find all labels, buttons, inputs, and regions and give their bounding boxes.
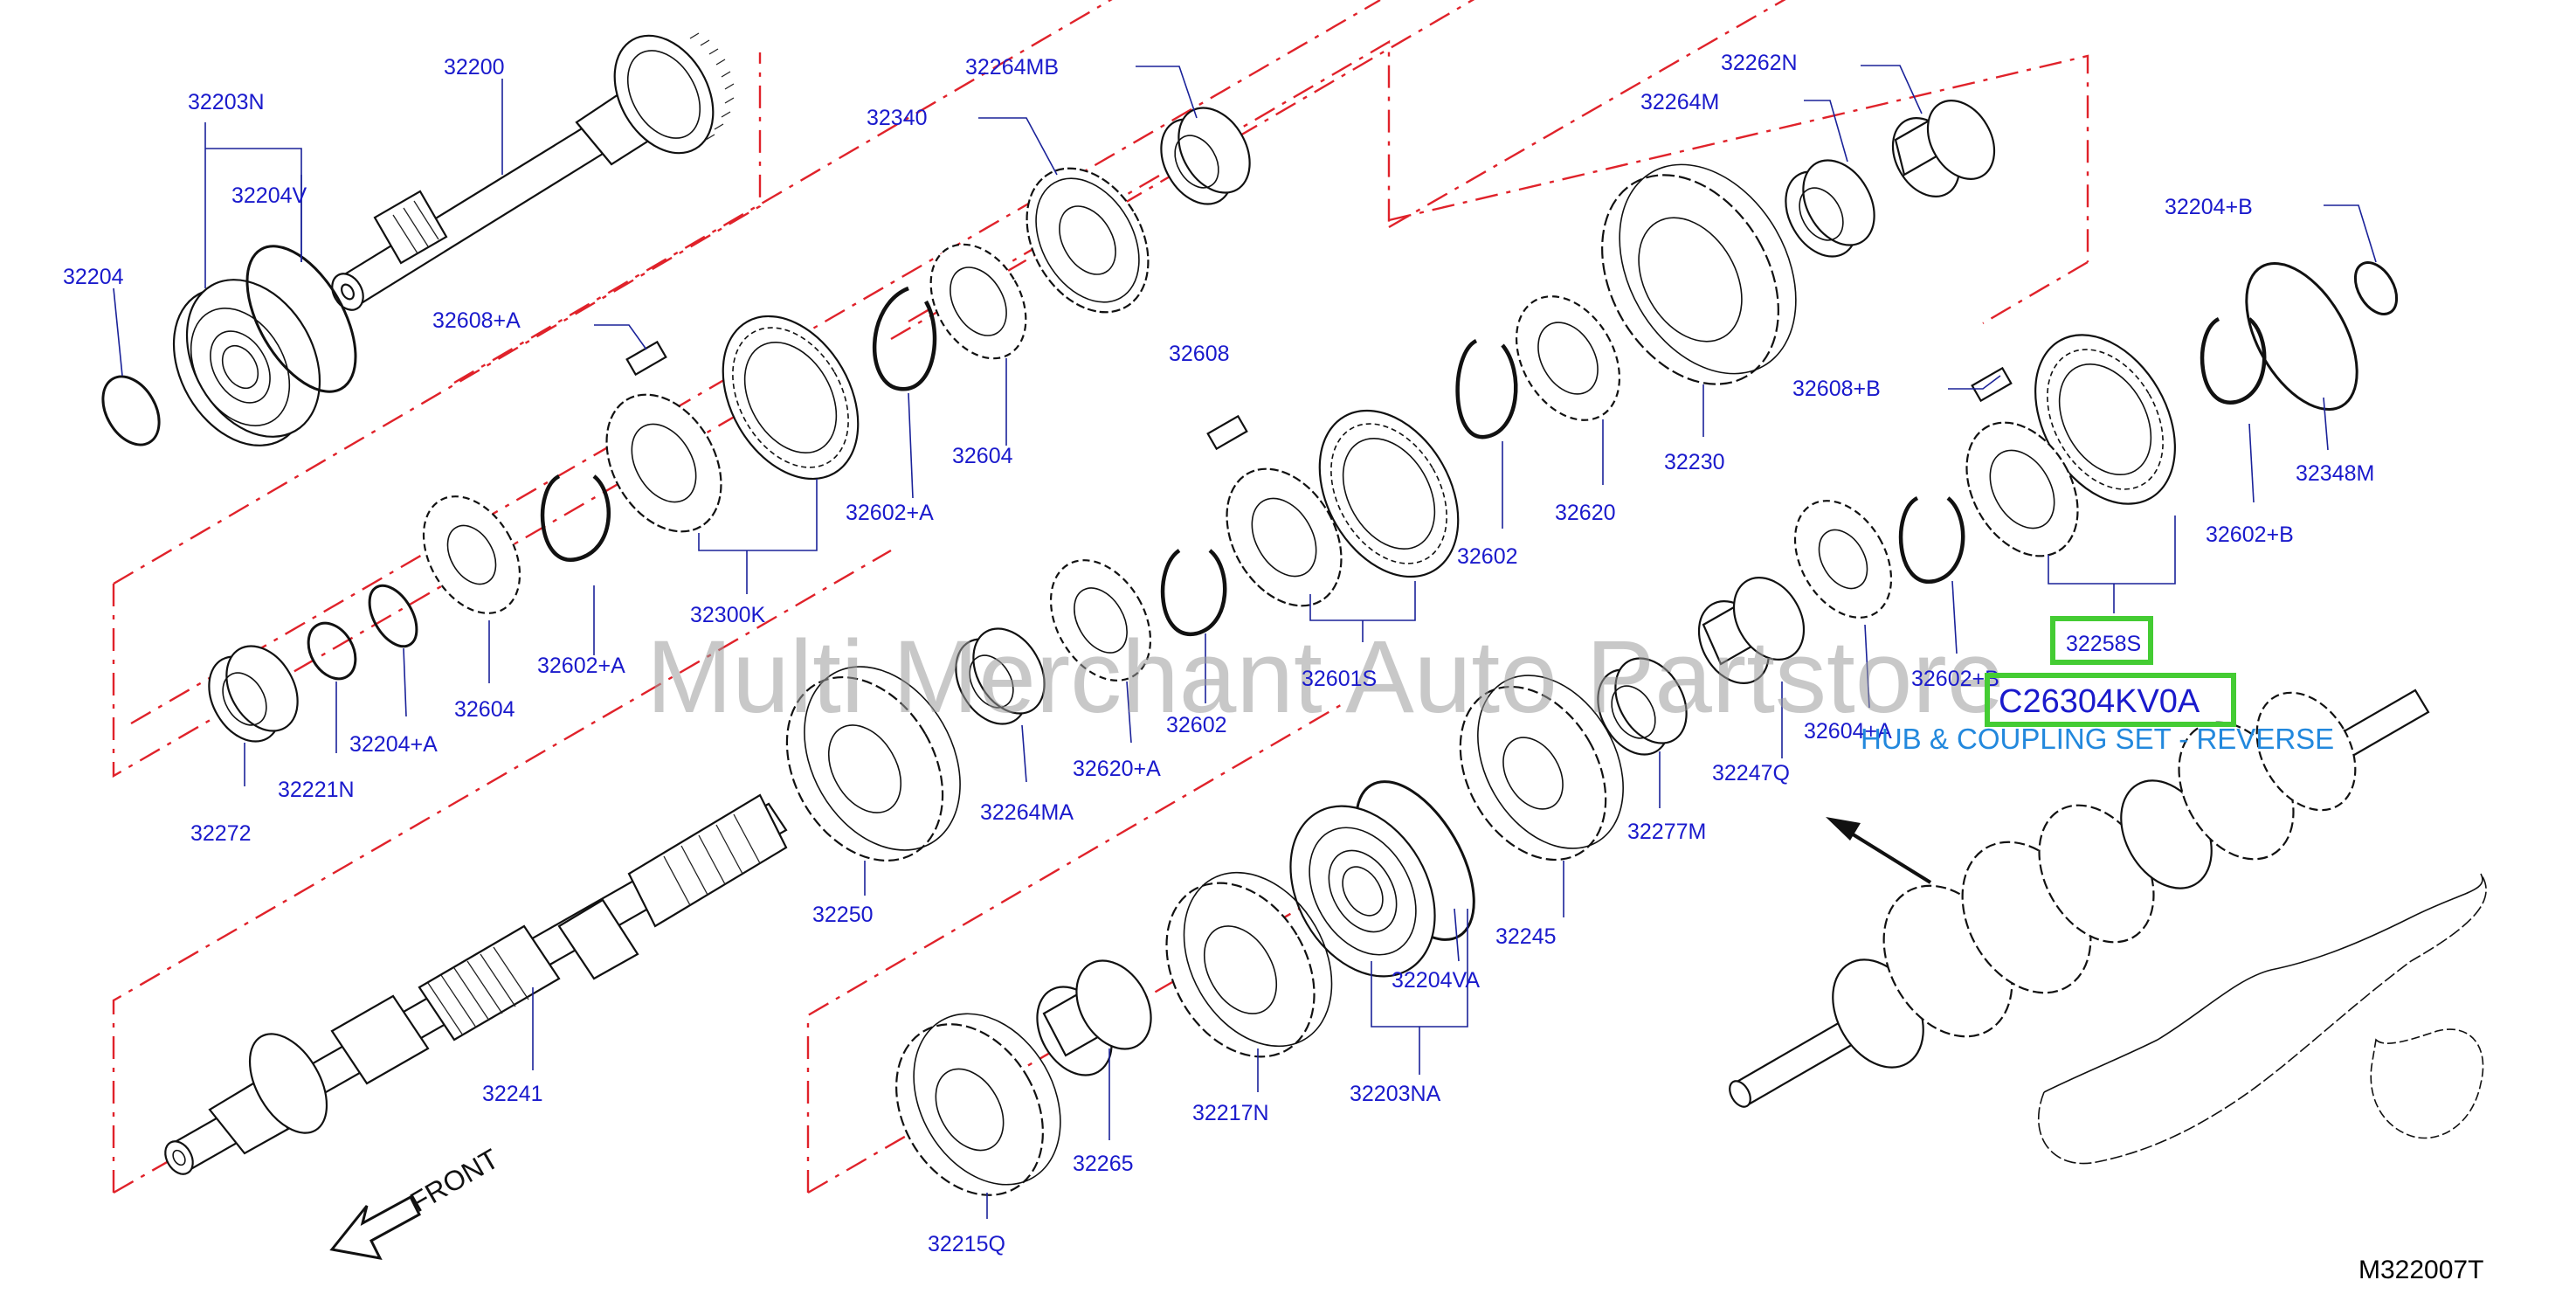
synchro-cone-32604A[interactable] — [1775, 484, 1910, 635]
part-label-32204B[interactable]: 32204+B — [2165, 195, 2253, 219]
assembled-shaft-preview — [1729, 689, 2487, 1165]
part-label-32604-lower[interactable]: 32604 — [454, 697, 515, 722]
watermark: Multi Merchant Auto Partstore — [646, 619, 2004, 735]
part-label-32300K[interactable]: 32300K — [690, 603, 766, 627]
part-label-32272[interactable]: 32272 — [190, 821, 252, 846]
hub-32300K[interactable] — [584, 374, 744, 551]
baulk-ring-32602-center[interactable] — [1160, 549, 1227, 636]
coupling-sleeve-32601S[interactable] — [1291, 386, 1486, 602]
part-label-32245[interactable]: 32245 — [1495, 924, 1557, 949]
part-label-32602B[interactable]: 32602+B — [2206, 522, 2294, 547]
baulk-ring-32602B-lower[interactable] — [1898, 495, 1965, 584]
leader-lines — [113, 65, 2377, 1219]
part-label-32230[interactable]: 32230 — [1664, 450, 1725, 474]
needle-bearing-32272[interactable] — [195, 633, 312, 754]
part-label-32241[interactable]: 32241 — [482, 1082, 543, 1106]
snap-ring-32204A[interactable] — [360, 578, 426, 654]
part-label-32264MB[interactable]: 32264MB — [965, 55, 1059, 80]
bushing-32265[interactable] — [1022, 947, 1166, 1089]
highlight-description[interactable]: HUB & COUPLING SET - REVERSE — [1861, 723, 2334, 755]
part-label-32264MA[interactable]: 32264MA — [980, 800, 1074, 825]
part-label-32602B-lower[interactable]: 32602+B — [1911, 667, 1999, 691]
part-label-32215Q[interactable]: 32215Q — [928, 1232, 1005, 1256]
needle-bearing-32264MA[interactable] — [942, 616, 1059, 737]
part-label-32620[interactable]: 32620 — [1555, 501, 1616, 525]
part-label-32604-upper[interactable]: 32604 — [952, 444, 1013, 468]
part-label-32203N[interactable]: 32203N — [188, 90, 265, 114]
part-label-32602-center[interactable]: 32602 — [1166, 713, 1227, 737]
part-label-32601S[interactable]: 32601S — [1302, 667, 1377, 691]
gear-32215Q[interactable] — [867, 987, 1090, 1221]
hub-32258S[interactable] — [1944, 403, 2101, 576]
part-labels: 32200 32203N 32204V 32204 32264MB 32340 … — [63, 51, 2374, 1256]
snap-ring-32204B[interactable] — [2347, 255, 2406, 321]
front-label: FRONT — [405, 1143, 504, 1218]
diagram-id: M322007T — [2358, 1256, 2483, 1284]
highlight-part-number[interactable]: C26304KV0A — [1999, 683, 2200, 720]
needle-bearing-32264M[interactable] — [1771, 148, 1889, 269]
needle-bearing-32264MB[interactable] — [1147, 95, 1264, 217]
snap-ring-32204[interactable] — [92, 367, 170, 455]
highlight-box-part-number — [1985, 673, 2236, 727]
coupling-sleeve-32300K[interactable] — [695, 292, 886, 502]
part-label-32262N[interactable]: 32262N — [1721, 51, 1798, 75]
part-label-32602A-lower[interactable]: 32602+A — [537, 654, 625, 678]
synchro-cone-32604-lower[interactable] — [404, 480, 539, 631]
part-label-32258S[interactable]: 32258S — [2066, 632, 2141, 656]
direction-arrow — [1826, 817, 1932, 884]
part-label-32348M[interactable]: 32348M — [2296, 461, 2374, 486]
shifting-insert-32608[interactable] — [1206, 414, 1248, 451]
part-label-32204VA[interactable]: 32204VA — [1392, 968, 1480, 993]
washer-32221N[interactable] — [299, 615, 365, 688]
part-label-32608[interactable]: 32608 — [1169, 342, 1230, 366]
gear-32250[interactable] — [756, 639, 992, 889]
part-label-32608B[interactable]: 32608+B — [1792, 377, 1881, 401]
part-label-32604A[interactable]: 32604+A — [1804, 719, 1892, 744]
part-label-32204V[interactable]: 32204V — [231, 183, 307, 208]
part-label-32602A-upper[interactable]: 32602+A — [846, 501, 934, 525]
front-arrow: FRONT — [329, 1143, 504, 1261]
gear-32230[interactable] — [1566, 133, 1832, 416]
bushing-32262N[interactable] — [1880, 88, 2008, 208]
part-label-32265[interactable]: 32265 — [1073, 1152, 1134, 1176]
bushing-32247Q[interactable] — [1685, 565, 1818, 696]
baulk-ring-32602B-upper[interactable] — [2200, 316, 2267, 405]
part-label-32247Q[interactable]: 32247Q — [1712, 761, 1790, 785]
part-label-32620A[interactable]: 32620+A — [1073, 757, 1161, 781]
part-label-32250[interactable]: 32250 — [812, 903, 874, 927]
snap-ring-32204V[interactable] — [224, 228, 377, 409]
part-label-32204[interactable]: 32204 — [63, 265, 124, 289]
synchro-cone-32604-upper[interactable] — [911, 227, 1045, 375]
bearing-32203NA[interactable] — [1261, 780, 1464, 1002]
hub-32601S[interactable] — [1204, 448, 1364, 626]
gear-32340[interactable] — [1002, 147, 1172, 334]
bearing-32203N[interactable] — [147, 256, 347, 469]
synchro-cone-32620A[interactable] — [1031, 543, 1171, 698]
part-label-32340[interactable]: 32340 — [867, 106, 928, 130]
shifting-insert-32608A[interactable] — [625, 340, 667, 377]
main-shaft-32241[interactable] — [160, 793, 788, 1179]
part-label-32277M[interactable]: 32277M — [1627, 820, 1706, 844]
shifting-insert-32608B[interactable] — [1971, 366, 2013, 403]
part-label-32203NA[interactable]: 32203NA — [1350, 1082, 1441, 1106]
synchro-cone-32620[interactable] — [1495, 278, 1640, 439]
part-label-32200[interactable]: 32200 — [444, 55, 505, 80]
highlight-box-32258S — [2050, 616, 2153, 665]
input-shaft[interactable] — [326, 18, 735, 315]
baulk-ring-32602A-upper[interactable] — [873, 286, 937, 391]
part-label-32264M[interactable]: 32264M — [1640, 90, 1719, 114]
part-label-32217N[interactable]: 32217N — [1192, 1101, 1269, 1125]
part-label-32602-upper[interactable]: 32602 — [1457, 544, 1518, 569]
part-label-32221N[interactable]: 32221N — [278, 778, 355, 802]
baulk-ring-32602-upper[interactable] — [1455, 338, 1518, 439]
part-label-32608A[interactable]: 32608+A — [432, 308, 521, 333]
coupling-sleeve-32258S[interactable] — [2006, 310, 2203, 529]
gear-32245[interactable] — [1431, 649, 1653, 886]
part-label-32204A[interactable]: 32204+A — [349, 732, 438, 757]
gear-32217N[interactable] — [1136, 846, 1362, 1083]
baulk-ring-32602A-lower[interactable] — [540, 474, 611, 562]
